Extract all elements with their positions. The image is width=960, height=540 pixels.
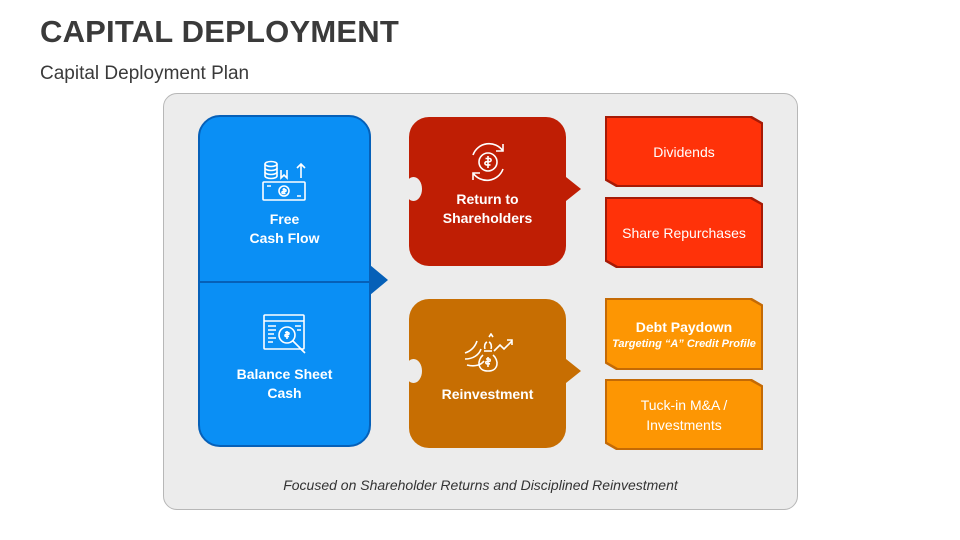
outcome-dividends: Dividends	[605, 116, 763, 187]
source-balance-sheet-cash: Balance Sheet Cash	[200, 313, 369, 403]
sources-arrow	[370, 265, 388, 295]
page-subtitle: Capital Deployment Plan	[40, 63, 250, 84]
return-to-shareholders-line2: Shareholders	[442, 210, 533, 226]
debt-paydown-label: Debt Paydown	[635, 318, 733, 335]
outcome-share-repurchases: Share Repurchases	[605, 197, 763, 268]
reinvestment-arrow	[566, 359, 581, 383]
financial-report-search-icon	[262, 314, 306, 354]
return-to-shareholders-label: Return to Shareholders	[409, 190, 566, 228]
cash-stack-icon	[261, 160, 306, 201]
dollar-cycle-icon	[471, 142, 504, 182]
use-reinvestment: Reinvestment	[405, 299, 581, 448]
source-free-cash-flow: Free Cash Flow	[200, 158, 369, 248]
outcome-tuck-in-ma: Tuck-in M&A / Investments	[605, 379, 763, 450]
tuck-in-ma-line1: Tuck-in M&A /	[640, 396, 728, 413]
dividends-label: Dividends	[653, 143, 715, 160]
outcome-debt-paydown: Debt Paydown Targeting “A” Credit Profil…	[605, 298, 763, 370]
balance-sheet-cash-line1: Balance Sheet	[236, 366, 333, 382]
free-cash-flow-line2: Cash Flow	[249, 230, 320, 246]
return-to-shareholders-line1: Return to	[456, 191, 519, 207]
sources-divider	[200, 281, 369, 283]
free-cash-flow-line1: Free	[269, 211, 300, 227]
growth-money-bag-icon	[464, 333, 513, 372]
debt-paydown-sublabel: Targeting “A” Credit Profile	[612, 337, 756, 350]
footer-caption: Focused on Shareholder Returns and Disci…	[283, 477, 678, 493]
tuck-in-ma-line2: Investments	[646, 416, 722, 433]
return-to-shareholders-arrow	[566, 177, 581, 201]
balance-sheet-cash-line2: Cash	[267, 385, 302, 401]
share-repurchases-label: Share Repurchases	[622, 224, 746, 241]
use-return-to-shareholders: Return to Shareholders	[405, 117, 581, 266]
page-title: CAPITAL DEPLOYMENT	[40, 14, 399, 49]
reinvestment-label: Reinvestment	[441, 386, 534, 402]
